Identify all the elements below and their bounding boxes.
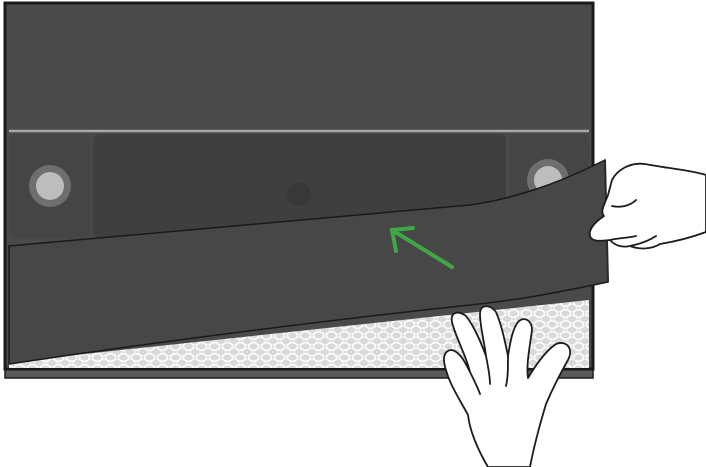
left-hand: [443, 305, 571, 467]
mounting-hole-left: [9, 134, 90, 238]
right-hand: [588, 162, 706, 250]
peel-direction-arrow: [389, 226, 454, 269]
protective-film: [8, 158, 609, 365]
top-panel: [9, 7, 589, 131]
